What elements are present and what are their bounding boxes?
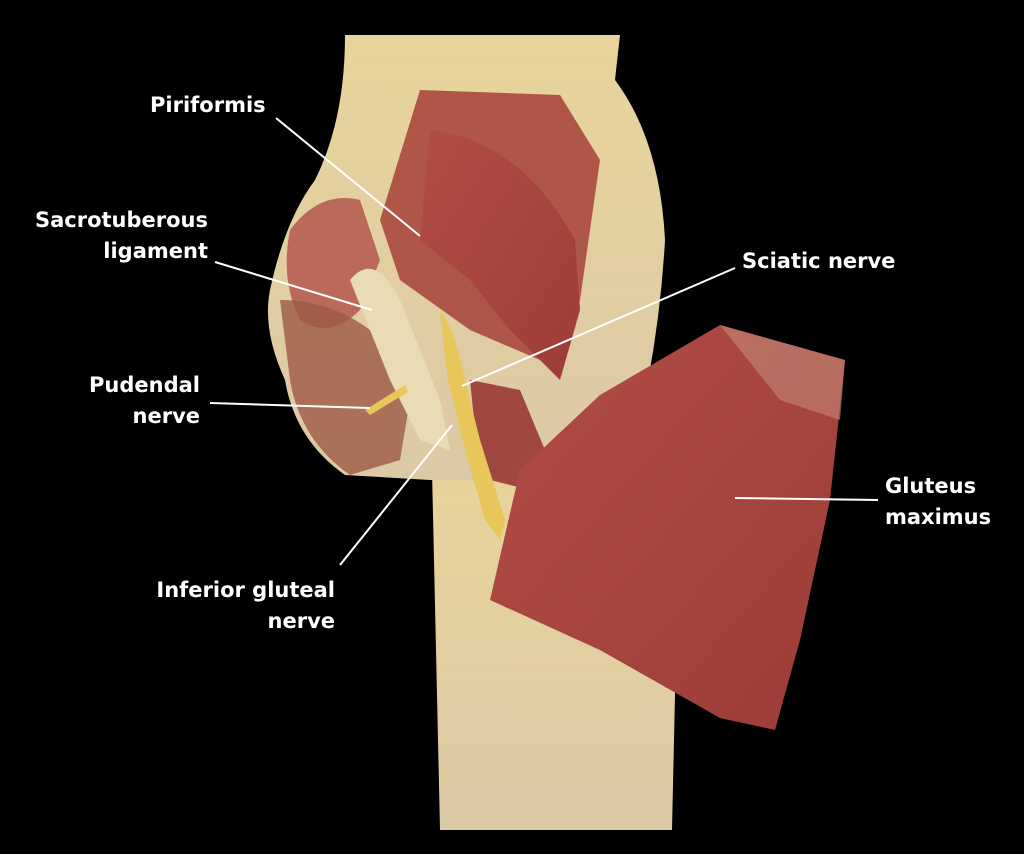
inferior-gluteal-leader xyxy=(339,424,453,566)
piriformis-muscle xyxy=(420,130,580,380)
gluteus-leader xyxy=(734,497,879,501)
sciatic-leader xyxy=(461,267,736,387)
label-line: maximus xyxy=(885,505,992,529)
sacrotuberous-ligament xyxy=(350,268,450,450)
label-inferior-gluteal-nerve: Inferior gluteal nerve xyxy=(156,575,335,637)
label-line: ligament xyxy=(103,239,208,263)
label-line: Gluteus xyxy=(885,474,977,498)
label-line: Pudendal xyxy=(89,373,200,397)
label-pudendal-nerve: Pudendal nerve xyxy=(89,370,200,432)
label-line: nerve xyxy=(267,609,335,633)
label-piriformis: Piriformis xyxy=(150,93,266,117)
label-line: Sacrotuberous xyxy=(34,208,208,232)
label-line: nerve xyxy=(132,404,200,428)
sciatic-nerve xyxy=(440,310,505,540)
sacrotuberous-leader xyxy=(214,261,373,311)
label-gluteus-maximus: Gluteus maximus xyxy=(885,471,991,533)
piriformis-leader xyxy=(275,117,421,237)
gluteus-maximus-muscle xyxy=(490,325,845,730)
obturator-region xyxy=(470,380,545,490)
pudendal-leader xyxy=(209,402,371,409)
gluteus-edge xyxy=(720,325,845,420)
pudendal-nerve-structure xyxy=(365,385,408,415)
label-sacrotuberous-ligament: Sacrotuberous ligament xyxy=(35,205,208,267)
label-sciatic-nerve: Sciatic nerve xyxy=(742,249,896,273)
label-line: Inferior gluteal xyxy=(156,578,335,602)
